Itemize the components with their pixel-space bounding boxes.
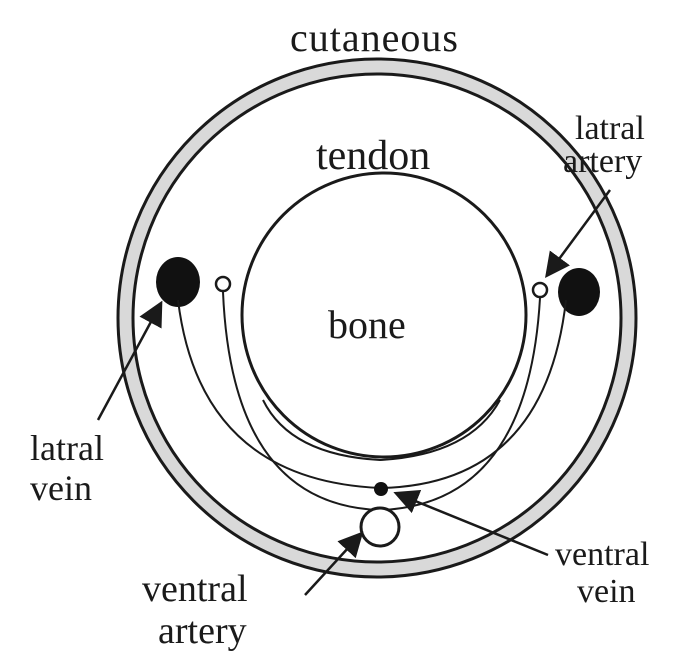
- ventral-vein-label-line2: vein: [577, 575, 636, 609]
- cutaneous-label: cutaneous: [290, 18, 459, 58]
- bone-label: bone: [328, 305, 406, 345]
- lateral-artery-right: [533, 283, 547, 297]
- lateral-vein-label-line2: vein: [30, 470, 92, 506]
- ventral-vein-label-line1: ventral: [555, 538, 649, 572]
- ventral-artery-label-line1: ventral: [142, 570, 248, 608]
- ventral-artery: [361, 508, 399, 546]
- ventral-artery-label-line2: artery: [158, 612, 247, 650]
- lateral-vein-label-line1: latral: [30, 430, 104, 466]
- tendon-label: tendon: [316, 135, 430, 177]
- lateral-artery-label-line1: latral: [575, 112, 645, 146]
- lateral-artery-left: [216, 277, 230, 291]
- ventral-vein: [374, 482, 388, 496]
- lateral-vein-left: [156, 257, 200, 307]
- lateral-artery-label-line2: artery: [563, 145, 642, 179]
